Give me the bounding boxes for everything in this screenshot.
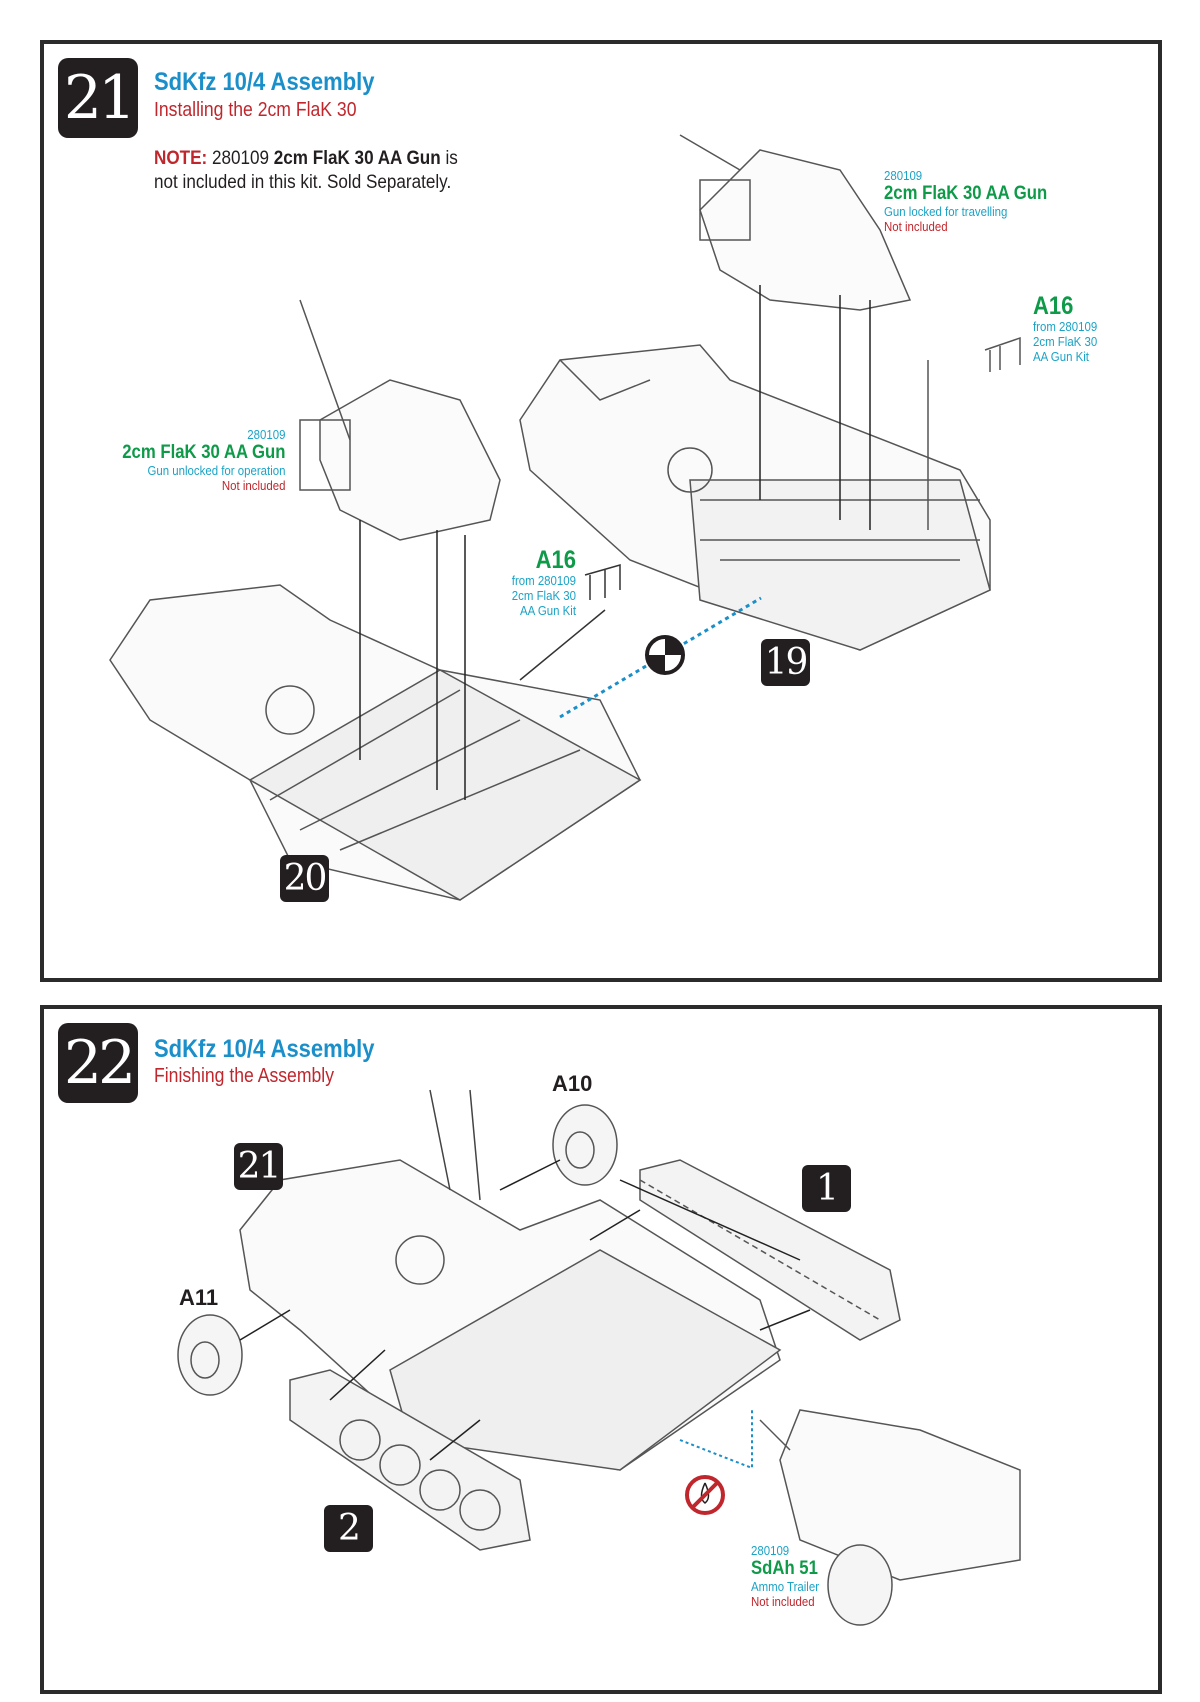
gun-operation-status: Not included	[221, 478, 285, 493]
note-label: NOTE:	[154, 148, 208, 169]
vehicle-20-drawing	[109, 584, 642, 901]
vehicle-final-drawing	[239, 1089, 782, 1471]
ref-step-21: 21	[234, 1143, 283, 1190]
step-21-subtitle: Installing the 2cm FlaK 30	[154, 99, 357, 121]
gun-travel-label: 280109 2cm FlaK 30 AA Gun Gun locked for…	[884, 168, 1047, 234]
gun-operation-label: 280109 2cm FlaK 30 AA Gun Gun unlocked f…	[122, 427, 285, 493]
step-21-note: NOTE: 280109 2cm FlaK 30 AA Gun is not i…	[154, 147, 458, 195]
part-a10-label: A10	[552, 1071, 593, 1096]
trailer-status: Not included	[751, 1594, 815, 1609]
part-id: A16	[535, 546, 576, 574]
ammo-trailer-drawing	[759, 1409, 1021, 1626]
trailer-desc: Ammo Trailer	[751, 1579, 820, 1594]
trailer-code: 280109	[751, 1543, 790, 1558]
ref-step-19: 19	[761, 639, 810, 686]
ref-step-20: 20	[280, 855, 329, 902]
gun-travel-state: Gun locked for travelling	[884, 204, 1008, 219]
part-source: AA Gun Kit	[1033, 349, 1089, 364]
step-22-title: SdKfz 10/4 Assembly	[154, 1035, 375, 1063]
track-2-drawing	[289, 1349, 531, 1551]
alignment-marker-icon	[645, 635, 685, 675]
trailer-name: SdAh 51	[751, 1558, 818, 1579]
gun-travel-name: 2cm FlaK 30 AA Gun	[884, 183, 1048, 204]
wheel-a10-drawing	[499, 1104, 618, 1191]
part-a16-right-label: A16 from 280109 2cm FlaK 30 AA Gun Kit	[1033, 293, 1097, 364]
part-a11-label: A11	[179, 1285, 219, 1310]
note-suffix: is	[445, 148, 458, 169]
step-22-subtitle: Finishing the Assembly	[154, 1065, 335, 1087]
step-21-title: SdKfz 10/4 Assembly	[154, 68, 375, 96]
gun-operation-state: Gun unlocked for operation	[146, 463, 285, 478]
step-number-21: 21	[58, 58, 138, 138]
part-source: from 280109	[1033, 319, 1098, 334]
note-line2: not included in this kit. Sold Separatel…	[154, 172, 452, 193]
part-id: A16	[1033, 292, 1074, 320]
part-a16-left-label: A16 from 280109 2cm FlaK 30 AA Gun Kit	[512, 547, 576, 618]
trailer-label: 280109 SdAh 51 Ammo Trailer Not included	[751, 1543, 819, 1609]
flak-gun-travel-drawing	[679, 134, 912, 530]
part-source: from 280109	[511, 573, 576, 588]
step-number-22: 22	[58, 1023, 138, 1103]
trailer-alignment-line	[679, 1410, 753, 1470]
alignment-line	[559, 596, 762, 719]
track-1-drawing	[589, 1159, 901, 1341]
flak-gun-operation-drawing	[299, 299, 501, 800]
gun-operation-code: 280109	[246, 427, 285, 442]
note-product: 2cm FlaK 30 AA Gun	[273, 148, 441, 169]
ref-part-2: 2	[324, 1505, 373, 1552]
vehicle-19-drawing	[519, 344, 991, 651]
ref-part-1: 1	[802, 1165, 851, 1212]
part-source: 2cm FlaK 30	[1033, 334, 1098, 349]
no-glue-icon	[685, 1475, 725, 1515]
gun-travel-code: 280109	[884, 168, 923, 183]
wheel-a11-drawing	[177, 1309, 291, 1396]
part-source: 2cm FlaK 30	[511, 588, 576, 603]
part-source: AA Gun Kit	[520, 603, 576, 618]
gun-travel-status: Not included	[884, 219, 948, 234]
gun-operation-name: 2cm FlaK 30 AA Gun	[121, 442, 285, 463]
note-code: 280109	[211, 148, 270, 169]
